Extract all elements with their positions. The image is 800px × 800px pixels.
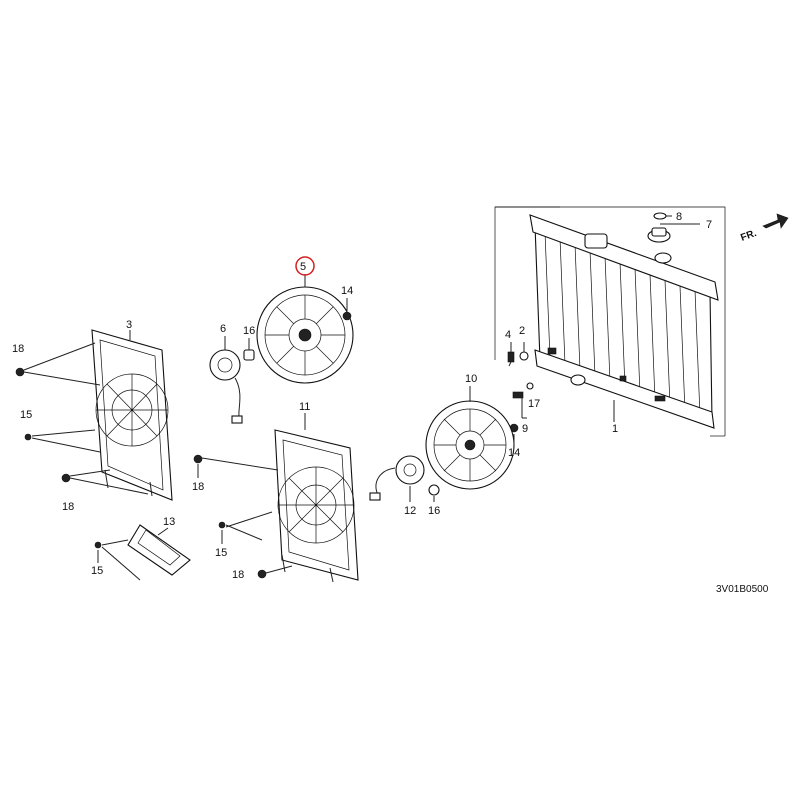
radiator-bracket-line-right [495, 206, 726, 436]
callout-11: 11 [299, 401, 310, 413]
direction-label: FR. [739, 228, 758, 244]
callout-15-bottom: 15 [91, 565, 103, 577]
fan-blade-upper[interactable] [256, 286, 354, 384]
highlight-ring [295, 256, 315, 276]
shroud-left[interactable] [91, 329, 173, 501]
diagram-code: 3V01B0500 [716, 584, 769, 595]
callout-3: 3 [126, 319, 132, 331]
front-direction-indicator: FR. [739, 213, 789, 244]
bolt-15-center[interactable] [218, 521, 226, 529]
callout-13: 13 [163, 516, 175, 528]
callout-18-bottom: 18 [232, 569, 244, 581]
fan-motor-left[interactable] [209, 349, 243, 424]
radiator-upper-tank [529, 214, 719, 301]
drain-washer[interactable] [519, 351, 529, 361]
callout-15-center: 15 [215, 547, 227, 559]
callout-labels: 1 2 3 4 5 6 7 8 9 10 11 12 13 14 14 15 1… [12, 211, 712, 581]
shroud-right[interactable] [274, 429, 359, 583]
bolt-15-bottom[interactable] [94, 541, 102, 549]
callout-1: 1 [612, 423, 618, 435]
callout-17: 17 [528, 398, 540, 410]
callout-18-center: 18 [192, 481, 204, 493]
mount-bushing[interactable] [512, 382, 534, 399]
bolt-14-upper[interactable] [342, 311, 352, 321]
motor-nut-right[interactable] [428, 484, 440, 496]
radiator-fins [544, 231, 701, 417]
front-arrow-icon [762, 213, 789, 229]
radiator-inlet [654, 252, 672, 264]
lower-bracket[interactable] [127, 524, 191, 576]
callout-15-left: 15 [20, 409, 32, 421]
radiator-outlet [570, 374, 586, 386]
fan-motor-right[interactable] [369, 455, 425, 501]
cap-seal[interactable] [653, 212, 667, 220]
bolt-18-bottom[interactable] [257, 569, 267, 579]
radiator[interactable] [494, 206, 726, 437]
callout-18-left-top: 18 [12, 343, 24, 355]
drain-plug[interactable] [507, 351, 515, 367]
callout-2: 2 [519, 325, 525, 337]
callout-10: 10 [465, 373, 477, 385]
motor-nut-left[interactable] [243, 349, 255, 361]
callout-14-upper: 14 [341, 285, 353, 297]
callout-18-left-bottom: 18 [62, 501, 74, 513]
bolt-18-left-bottom[interactable] [61, 473, 71, 483]
fan-blade-lower[interactable] [425, 400, 515, 490]
callout-6: 6 [220, 323, 226, 335]
radiator-filler-neck [584, 233, 608, 249]
callout-12: 12 [404, 505, 416, 517]
leader-lines [23, 215, 700, 581]
radiator-cap[interactable] [647, 227, 671, 243]
callout-4: 4 [505, 329, 511, 341]
callout-7: 7 [706, 219, 712, 231]
callout-9: 9 [522, 423, 528, 435]
callout-16-left: 16 [243, 325, 255, 337]
bolt-18-center[interactable] [193, 454, 203, 464]
bolt-15-left[interactable] [24, 433, 32, 441]
callout-5: 5 [300, 261, 306, 273]
callout-14-lower: 14 [508, 447, 520, 459]
radiator-lower-tank [534, 349, 715, 429]
bolt-18-left-top[interactable] [15, 367, 25, 377]
callout-8: 8 [676, 211, 682, 223]
callout-16-right: 16 [428, 505, 440, 517]
